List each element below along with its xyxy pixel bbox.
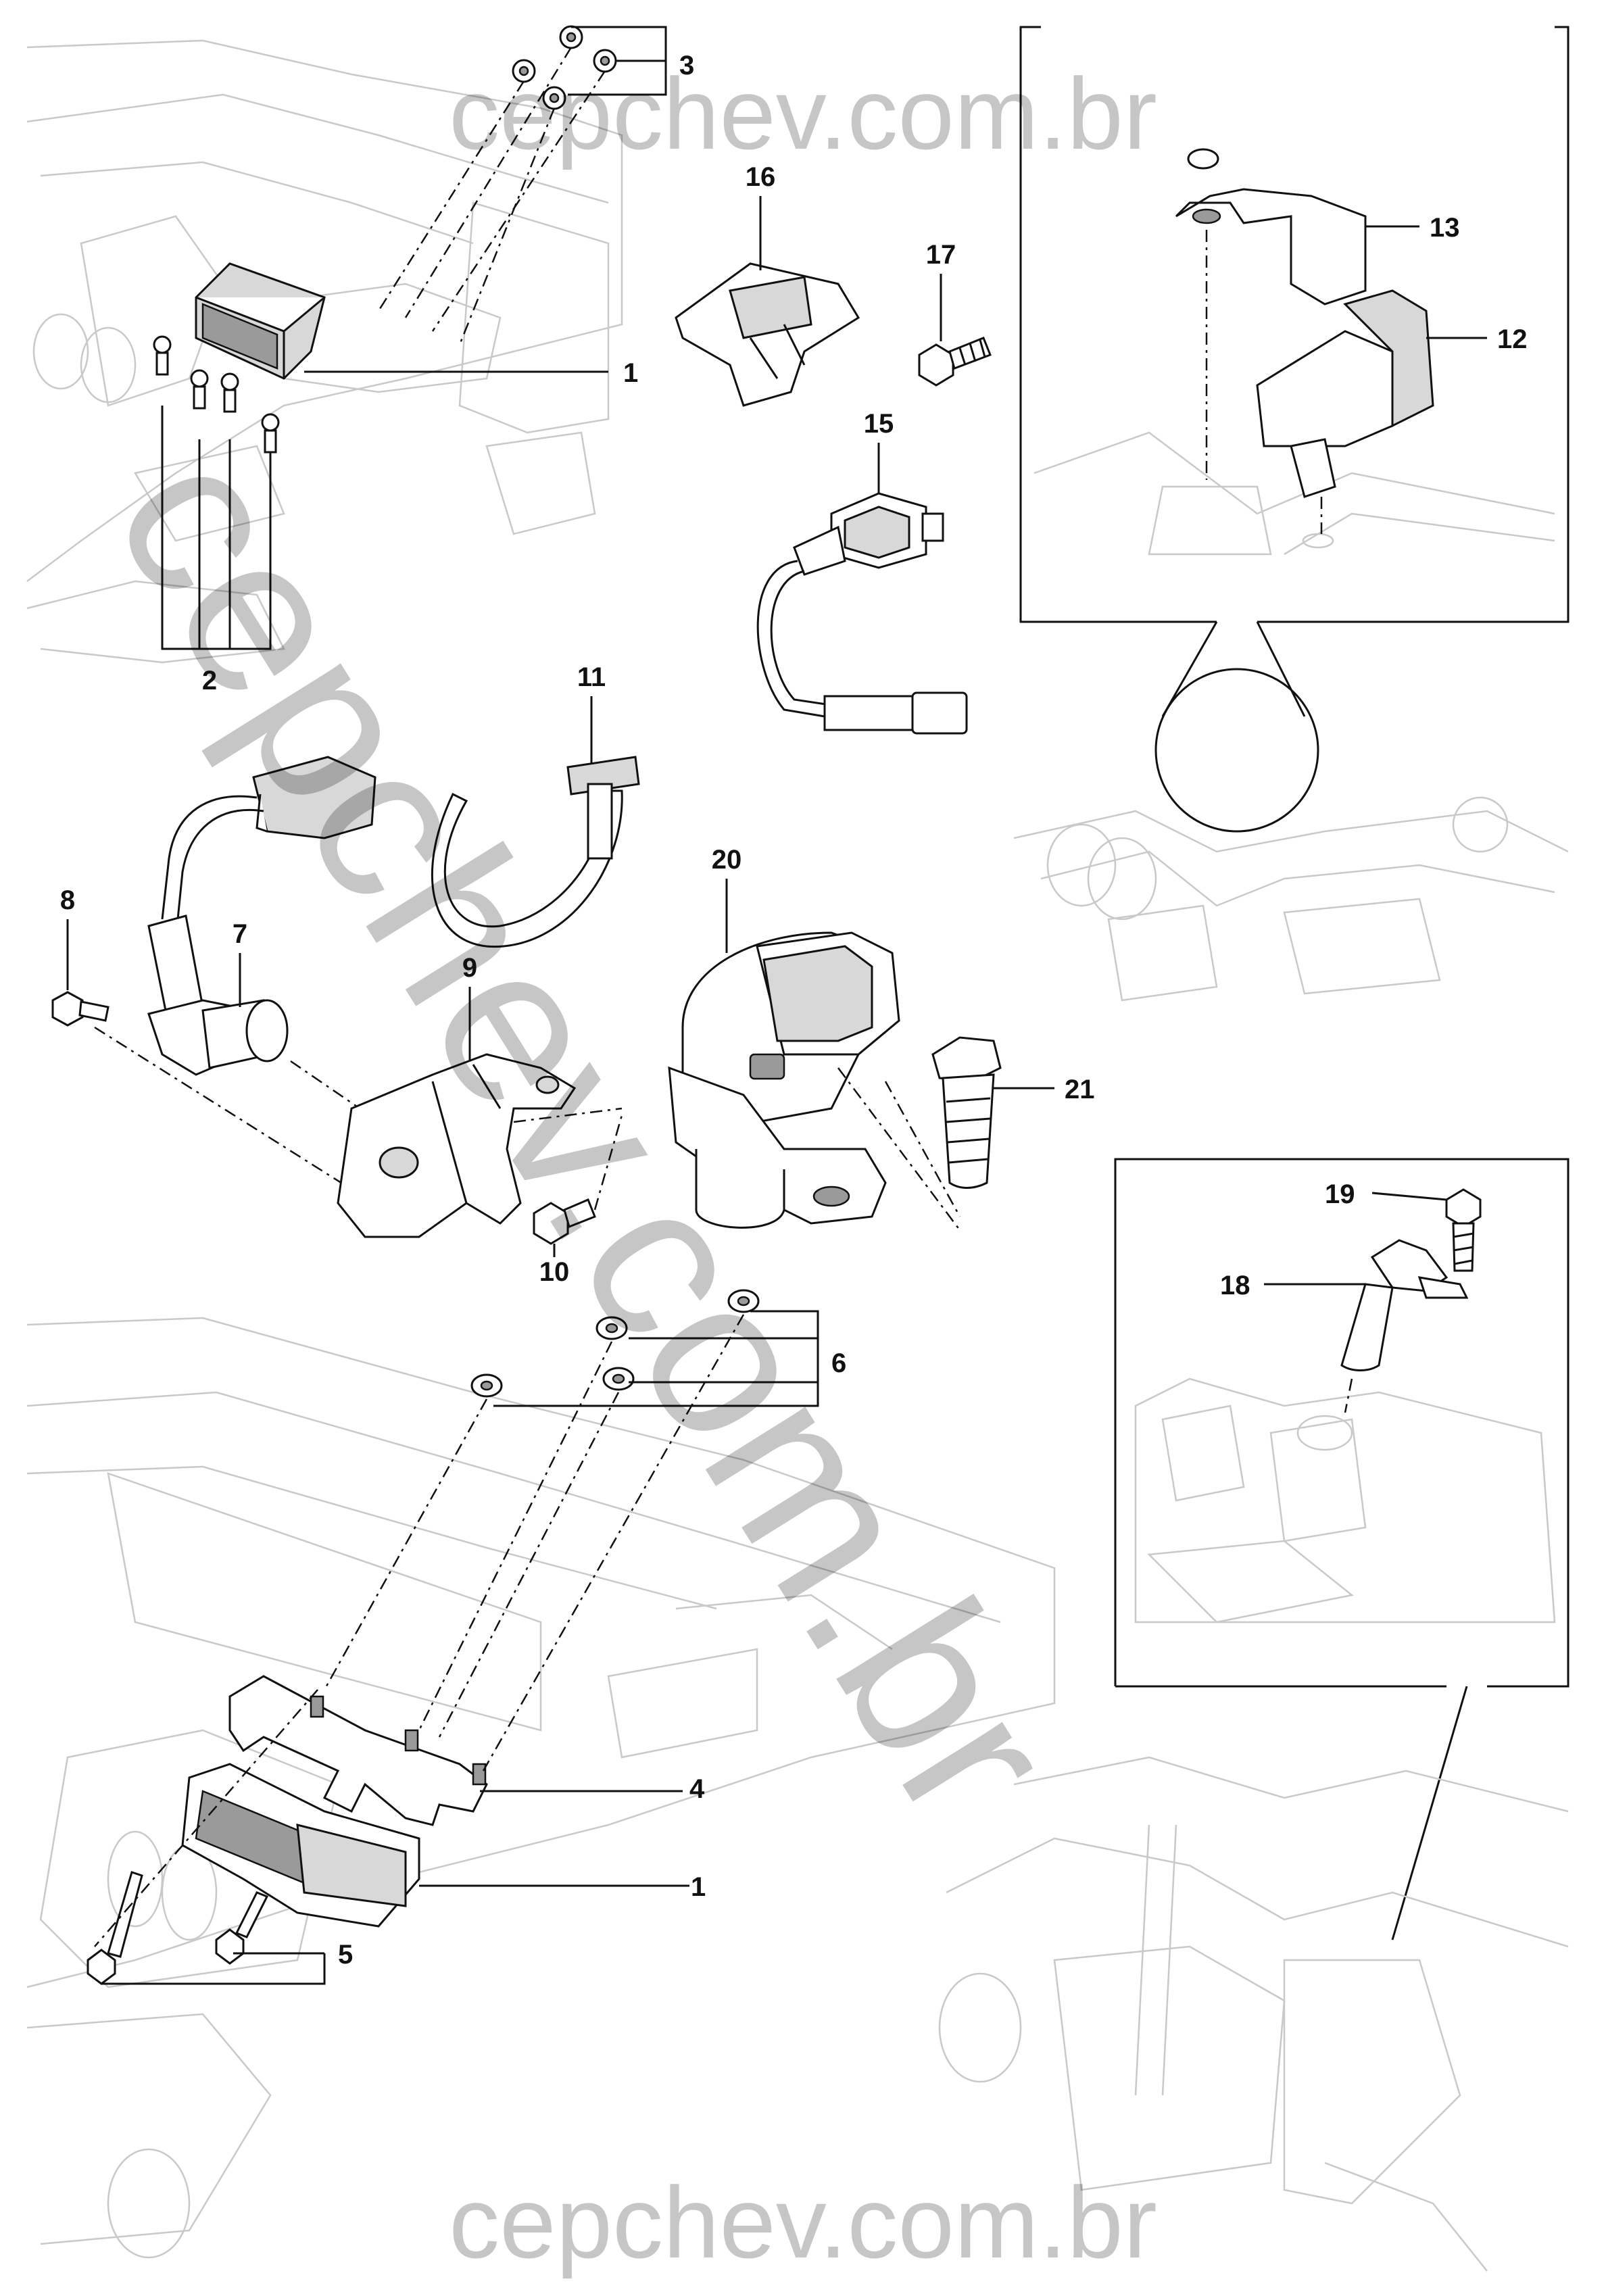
- callout-9: 9: [462, 953, 477, 983]
- leader-item-6: [493, 1310, 819, 1407]
- magnifier-circle: [1154, 668, 1319, 833]
- callout-2: 2: [202, 666, 217, 695]
- strap-item-11: [431, 756, 640, 948]
- callout-7: 7: [233, 919, 247, 949]
- leader-item-2: [161, 406, 272, 650]
- leader-item-19: [1371, 1192, 1447, 1201]
- callout-11: 11: [577, 662, 606, 692]
- sensor-item-20: [668, 931, 900, 1229]
- callout-3: 3: [679, 51, 694, 80]
- callout-4: 4: [689, 1774, 705, 1804]
- callout-10: 10: [539, 1257, 570, 1287]
- callout-18: 18: [1220, 1271, 1250, 1300]
- callout-1-top: 1: [623, 358, 638, 388]
- callout-8: 8: [60, 885, 75, 915]
- nuts-item-6: [470, 1289, 760, 1398]
- dashed-lines-item-20: [837, 1067, 961, 1231]
- switch-item-15: [756, 492, 968, 735]
- watermark-top: cepchev.com.br: [449, 57, 1157, 170]
- callout-20: 20: [712, 845, 742, 875]
- bracket-item-13: [1175, 148, 1367, 306]
- bracket-item-4: [228, 1675, 488, 1826]
- inset-box-sensor-18-19: [1114, 1158, 1570, 1688]
- callout-13: 13: [1430, 213, 1460, 243]
- sensor-item-18: [1340, 1239, 1469, 1371]
- engine-bay-bottom-background: [26, 1317, 1056, 2259]
- dashed-lines-item-6: [94, 1314, 745, 1947]
- bolt-item-21: [931, 1036, 1002, 1189]
- inset-box-sensor-12-13: [1019, 26, 1570, 623]
- clip-item-16: [675, 262, 860, 407]
- control-module-top: [195, 262, 326, 380]
- callout-15: 15: [864, 409, 894, 439]
- bolt-item-8: [51, 991, 110, 1027]
- callout-17: 17: [926, 240, 956, 270]
- inset-pointer-line: [1391, 1686, 1468, 1940]
- engine-right-background: [1013, 796, 1569, 1002]
- control-module-bottom: [181, 1763, 420, 1928]
- callout-5: 5: [338, 1940, 353, 1970]
- sensor-item-7: [147, 756, 376, 1076]
- screws-item-2: [153, 335, 280, 454]
- sensor-item-12: [1256, 289, 1434, 549]
- bolts-item-5: [87, 1871, 269, 1985]
- dashed-line-item-8: [94, 1026, 406, 1225]
- dashed-line-item-18: [1344, 1378, 1353, 1413]
- watermark-bottom: cepchev.com.br: [449, 2166, 1157, 2279]
- callout-21: 21: [1065, 1075, 1095, 1104]
- bolt-item-10: [533, 1198, 596, 1245]
- gearbox-background: [938, 1756, 1569, 2272]
- callout-1-bottom: 1: [691, 1872, 706, 1902]
- callout-16: 16: [746, 162, 776, 192]
- nuts-item-3: [512, 25, 617, 110]
- engine-bay-top-background: [26, 39, 623, 664]
- bracket-item-9: [337, 1053, 577, 1238]
- callout-6: 6: [831, 1348, 846, 1378]
- leader-item-5: [101, 1952, 326, 1985]
- bolt-item-17: [918, 337, 992, 387]
- bolt-item-19: [1445, 1188, 1482, 1272]
- dashed-lines-item-10: [513, 1107, 623, 1211]
- callout-12: 12: [1497, 324, 1528, 354]
- leader-item-3: [568, 26, 667, 96]
- callout-19: 19: [1325, 1179, 1355, 1209]
- dashed-lines-item-3: [377, 47, 606, 345]
